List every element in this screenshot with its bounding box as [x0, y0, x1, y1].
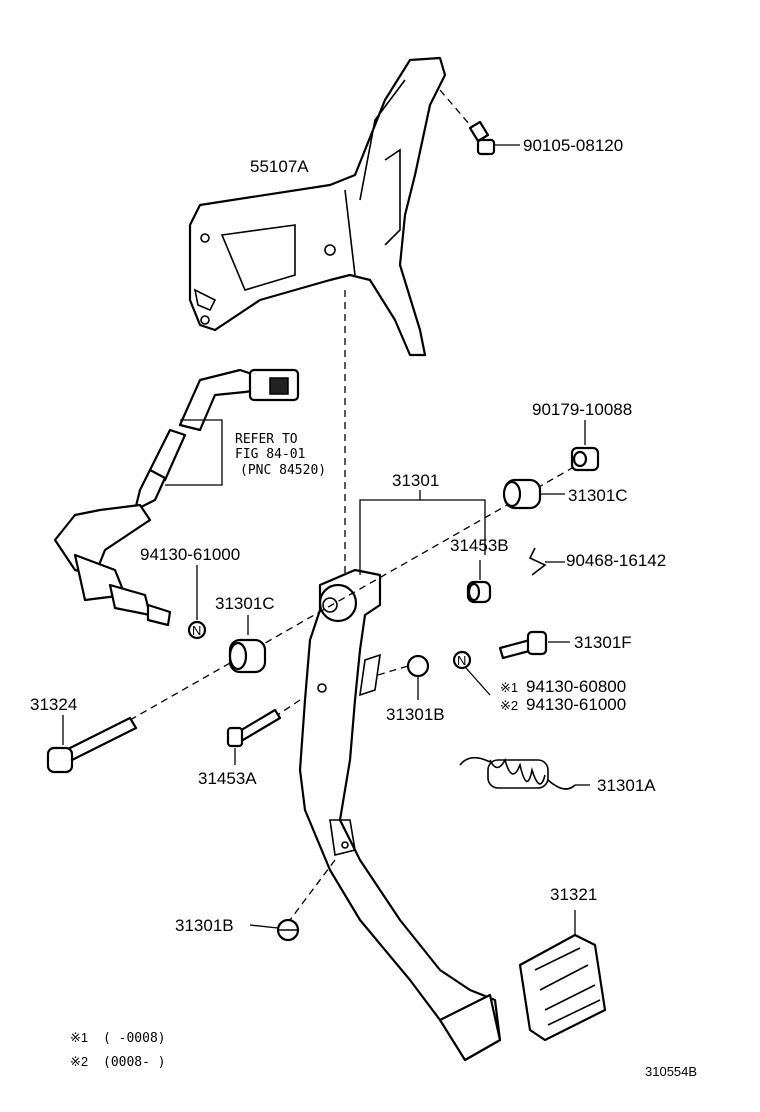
bushing-left [228, 638, 267, 674]
label-pad: 31321 [550, 885, 597, 904]
pedal-bracket [188, 56, 447, 357]
label-nut-right-2: 94130-61000 [526, 695, 626, 714]
label-pedal-assy: 31301 [392, 471, 439, 490]
label-collar: 31453B [450, 536, 509, 555]
label-long-bolt: 31324 [30, 695, 77, 714]
return-spring [459, 756, 576, 790]
label-nut-right-1: 94130-60800 [526, 677, 626, 696]
note-1-text: ( -0008) [103, 1031, 166, 1046]
nut-n-right: N [457, 653, 466, 668]
mark-1: ※1 [500, 680, 518, 695]
bolt-right [498, 630, 548, 660]
collar [466, 580, 492, 604]
label-refer-3: (PNC 84520) [240, 463, 326, 478]
clip [528, 547, 547, 576]
label-nut-left: 94130-61000 [140, 545, 240, 564]
nut-right-symbol [452, 650, 472, 670]
label-refer-1: REFER TO [235, 432, 298, 447]
note-2-mark: ※2 [70, 1054, 88, 1069]
mark-2: ※2 [500, 698, 518, 713]
label-bushing-right: 31301C [568, 486, 628, 505]
bush-low [276, 918, 300, 942]
label-pin: 31453A [198, 769, 257, 788]
long-bolt [46, 716, 138, 774]
label-nut-top: 90179-10088 [532, 400, 632, 419]
pedal-pad [518, 933, 607, 1042]
stop-lamp-sensor [53, 368, 300, 627]
bolt-top [468, 120, 496, 156]
label-bolt-top: 90105-08120 [523, 136, 623, 155]
note-2-text: (0008- ) [103, 1055, 166, 1070]
label-spring: 31301A [597, 776, 656, 795]
brake-pedal-arm [298, 568, 502, 1062]
nut-left-symbol [187, 620, 207, 640]
figure-id: 310554B [645, 1064, 697, 1079]
label-clip: 90468-16142 [566, 551, 666, 570]
label-bolt-right: 31301F [574, 633, 632, 652]
nut-top-right [570, 446, 600, 472]
nut-n-left: N [192, 623, 201, 638]
pin [226, 708, 282, 748]
label-bush-mid: 31301B [386, 705, 445, 724]
label-refer-2: FIG 84-01 [235, 447, 305, 462]
label-bushing-left: 31301C [215, 594, 275, 613]
label-bush-low: 31301B [175, 916, 234, 935]
note-1-mark: ※1 [70, 1030, 88, 1045]
label-bracket: 55107A [250, 157, 309, 176]
bush-mid [406, 654, 430, 678]
bushing-right [502, 478, 542, 510]
